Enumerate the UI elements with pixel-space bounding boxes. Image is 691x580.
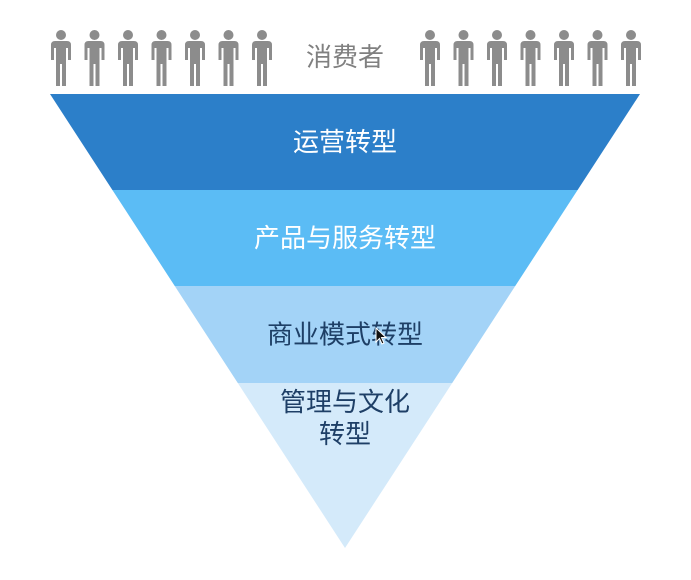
funnel-layer-2-label: 产品与服务转型 xyxy=(254,224,436,254)
person-icon xyxy=(621,30,641,86)
person-icon xyxy=(51,30,71,86)
consumer-people-left xyxy=(51,30,272,86)
person-icon xyxy=(587,30,608,86)
person-icon xyxy=(420,30,440,86)
funnel-layer-3-label: 商业模式转型 xyxy=(267,321,423,351)
funnel-layer-3 xyxy=(174,286,516,383)
person-icon xyxy=(151,30,172,86)
person-icon xyxy=(84,30,105,86)
funnel-layer-2 xyxy=(112,190,578,286)
person-icon xyxy=(218,30,239,86)
person-icon xyxy=(520,30,541,86)
consumer-label: 消费者 xyxy=(306,43,384,73)
person-icon xyxy=(453,30,474,86)
person-icon xyxy=(252,30,272,86)
funnel-layer-1 xyxy=(50,94,640,190)
person-icon xyxy=(554,30,574,86)
person-icon xyxy=(487,30,507,86)
funnel-layer-4-label: 转型 xyxy=(319,420,371,450)
mouse-cursor-icon xyxy=(375,326,388,345)
consumer-people-right xyxy=(420,30,641,86)
funnel-layer-1-label: 运营转型 xyxy=(293,128,397,158)
funnel-layer-4 xyxy=(237,383,453,548)
person-icon xyxy=(185,30,205,86)
person-icon xyxy=(118,30,138,86)
funnel-layer-4-label: 管理与文化 xyxy=(280,388,410,418)
